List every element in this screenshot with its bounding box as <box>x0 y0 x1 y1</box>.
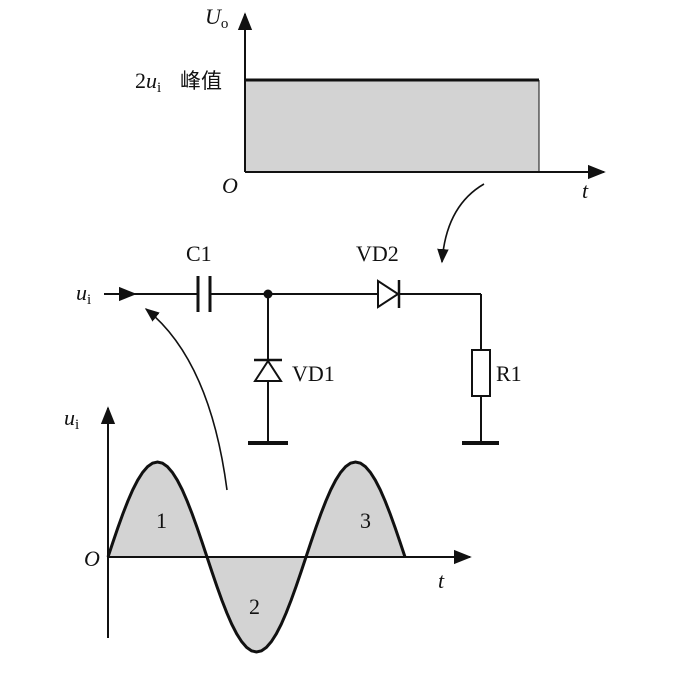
input-x-axis-label: t <box>438 568 445 593</box>
capacitor-c1 <box>196 276 212 312</box>
diode-vd1 <box>253 358 283 382</box>
diode-vd2 <box>377 279 401 309</box>
input-origin-label: O <box>84 546 100 571</box>
input-graph: ui O t 1 2 3 <box>64 405 472 654</box>
output-y-axis-label: Uo <box>205 4 228 32</box>
output-graph: Uo 2ui 峰值 O t <box>135 4 606 203</box>
half-cycle-2-label: 2 <box>249 594 260 619</box>
input-pointer-arrow <box>144 308 228 491</box>
half-cycle-1-area <box>108 462 207 557</box>
diode-vd2-label: VD2 <box>356 241 399 266</box>
half-cycle-3-area <box>306 462 405 557</box>
half-cycle-1-label: 1 <box>156 508 167 533</box>
output-pointer-arrow <box>437 183 485 264</box>
output-level-label: 2ui <box>135 68 161 96</box>
output-x-axis-label: t <box>582 178 589 203</box>
half-cycle-2-area <box>207 557 306 652</box>
circuit: ui C1 VD2 R1 VD1 <box>76 241 522 445</box>
circuit-input-label: ui <box>76 280 91 308</box>
half-cycle-3-label: 3 <box>360 508 371 533</box>
capacitor-label: C1 <box>186 241 212 266</box>
output-origin-label: O <box>222 173 238 198</box>
input-sine-wave <box>106 460 407 654</box>
output-level-area <box>245 80 539 172</box>
resistor-r1 <box>471 349 491 397</box>
input-y-axis-label: ui <box>64 405 79 433</box>
resistor-label: R1 <box>496 361 522 386</box>
diode-vd1-label: VD1 <box>292 361 335 386</box>
output-level-label-peak: 峰值 <box>180 69 222 93</box>
